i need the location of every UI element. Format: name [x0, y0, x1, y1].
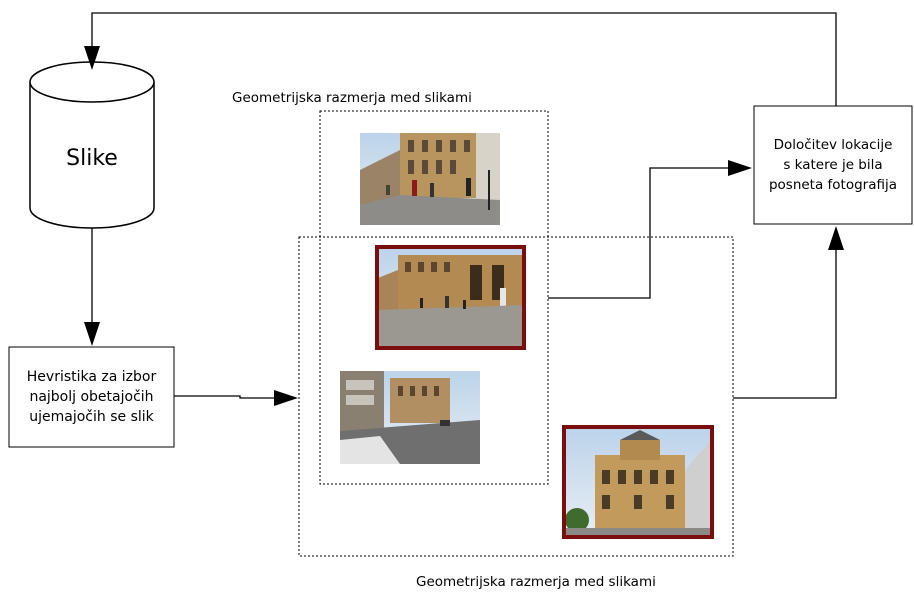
highlight-frame-1 — [375, 245, 526, 350]
highlight-frame-2 — [562, 425, 714, 539]
connectors — [91, 12, 837, 399]
heuristic-label: Hevristika za izbor najbolj obetajočih u… — [9, 347, 174, 447]
location-line-2: s katere je bila — [783, 157, 883, 173]
group-bottom-label: Geometrijska razmerja med slikami — [416, 574, 656, 590]
bottom-group-to-location-connector — [733, 249, 837, 399]
photo-street-2 — [340, 371, 480, 464]
location-box — [753, 105, 913, 225]
database-label: Slike — [66, 146, 118, 171]
photo-street-1 — [360, 133, 500, 225]
arrowhead-into-group — [274, 390, 298, 406]
group-to-location-connector — [548, 167, 729, 299]
arrowheads — [84, 46, 844, 406]
group-frame-top — [319, 110, 549, 485]
group-frame-bottom — [298, 236, 734, 557]
heuristic-line-3: ujemajočih se slik — [29, 409, 154, 425]
feedback-connector — [91, 12, 837, 106]
arrowhead-into-database — [84, 46, 100, 70]
arrowhead-into-heuristic — [84, 322, 100, 346]
heuristic-box — [8, 346, 175, 448]
photo-square-highlighted — [378, 248, 523, 347]
heuristic-to-group-connector — [174, 395, 276, 399]
heuristic-line-1: Hevristika za izbor — [26, 369, 157, 385]
location-line-3: posneta fotografija — [768, 177, 898, 193]
arrowhead-into-location-bottom — [828, 226, 844, 250]
database-cylinder — [29, 61, 155, 229]
location-label: Določitev lokacije s katere je bila posn… — [754, 106, 912, 224]
group-top-label: Geometrijska razmerja med slikami — [232, 90, 472, 106]
location-line-1: Določitev lokacije — [773, 137, 893, 153]
arrowhead-into-location-left — [728, 160, 752, 176]
heuristic-line-2: najbolj obetajočih — [29, 389, 154, 405]
photo-building-highlighted — [565, 428, 711, 536]
